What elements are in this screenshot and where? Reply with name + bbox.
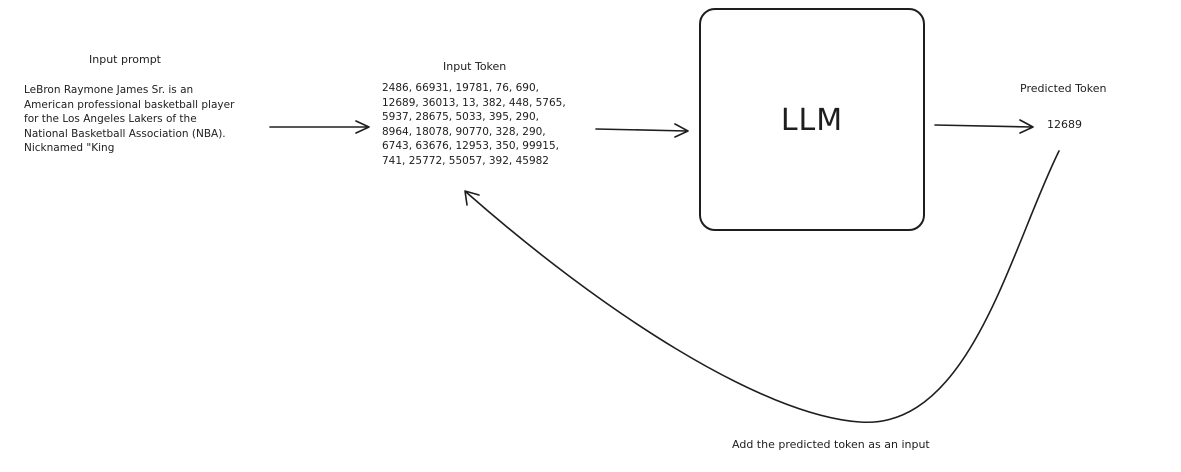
input-prompt-title: Input prompt (89, 53, 161, 66)
llm-box: LLM (699, 8, 925, 231)
llm-label: LLM (780, 103, 844, 138)
input-token-list: 2486, 66931, 19781, 76, 690, 12689, 3601… (382, 82, 566, 167)
input-token-title: Input Token (443, 60, 507, 73)
arrow-prompt-to-tokens (269, 120, 370, 134)
feedback-loop-label: Add the predicted token as an input (732, 438, 930, 451)
input-prompt-text: LeBron Raymone James Sr. is an American … (24, 84, 235, 154)
predicted-token-title: Predicted Token (1020, 82, 1107, 95)
arrow-tokens-to-llm (595, 123, 689, 138)
arrow-llm-to-predicted (934, 119, 1034, 134)
predicted-token-value: 12689 (1047, 118, 1082, 131)
arrow-feedback-loop (464, 150, 1060, 423)
